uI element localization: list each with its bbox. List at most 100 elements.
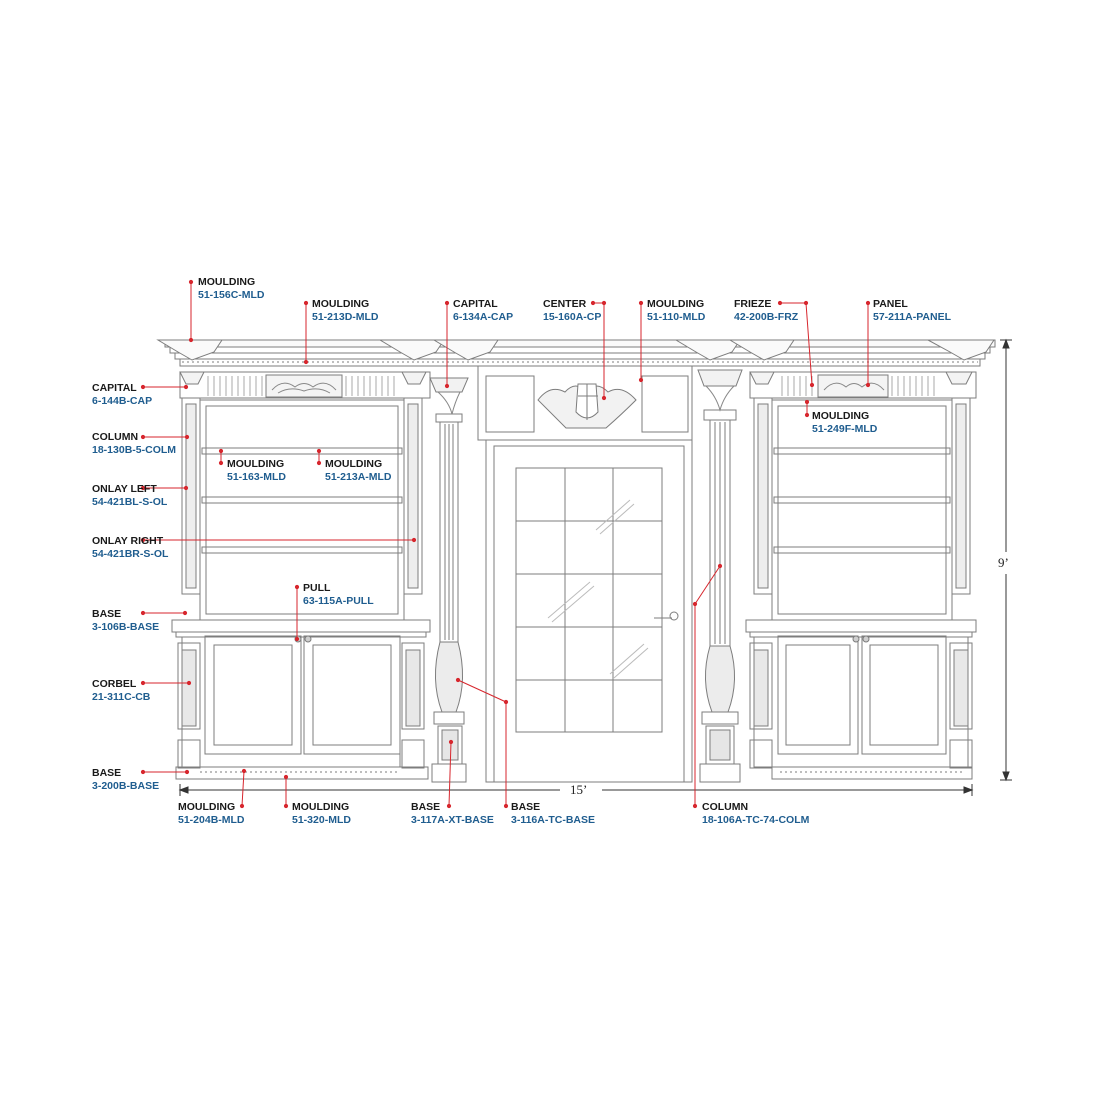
callout-moulding-right-opening: MOULDING 51-249F-MLD (812, 410, 877, 436)
leader-dot (184, 434, 190, 440)
callout-name: MOULDING (812, 410, 870, 422)
callout-capital-center: CAPITAL 6-134A-CAP (453, 298, 513, 324)
callout-code: 3-200B-BASE (92, 780, 160, 792)
leader-dot (140, 384, 146, 390)
callout-name: MOULDING (292, 801, 350, 813)
callout-code: 21-311C-CB (92, 691, 151, 703)
callout-center-crest: CENTER 15-160A-CP (543, 298, 601, 324)
callout-code: 3-116A-TC-BASE (511, 814, 596, 826)
leader-dot (601, 395, 607, 401)
leader-dot (444, 383, 450, 389)
leader-dot (188, 279, 194, 285)
callout-moulding-toe: MOULDING 51-320-MLD (292, 801, 351, 827)
leader-dot (183, 485, 189, 491)
callout-column-center: COLUMN 18-106A-TC-74-COLM (702, 801, 809, 827)
leader-dot (241, 768, 247, 774)
height-dimension-label: 9’ (998, 555, 1009, 570)
leader-dot (316, 448, 322, 454)
callout-code: 57-211A-PANEL (873, 311, 952, 323)
leader-dot (455, 677, 461, 683)
callout-moulding-shelf-edge: MOULDING 51-213A-MLD (325, 458, 392, 484)
leader-dot (803, 300, 809, 306)
left-center-column (429, 377, 469, 783)
leader-dot (283, 774, 289, 780)
leader-dot (601, 300, 607, 306)
callout-name: PANEL (873, 298, 908, 310)
left-bookcase (171, 371, 431, 780)
right-bookcase (745, 371, 977, 780)
callout-code: 51-163-MLD (227, 471, 286, 483)
callout-code: 3-106B-BASE (92, 621, 160, 633)
callout-name: ONLAY LEFT (92, 483, 157, 495)
callout-name: COLUMN (92, 431, 139, 443)
leader-dot (804, 412, 810, 418)
callout-name: BASE (92, 767, 122, 779)
callout-onlay-left: ONLAY LEFT 54-421BL-S-OL (92, 483, 167, 509)
leader-dot (638, 377, 644, 383)
center-door (485, 439, 693, 783)
callout-code: 54-421BR-S-OL (92, 548, 169, 560)
callout-name: FRIEZE (734, 298, 772, 310)
leader-dot (283, 803, 289, 809)
leader-dot (294, 584, 300, 590)
leader-line-21 (448, 741, 452, 807)
callout-moulding-crown: MOULDING 51-156C-MLD (198, 276, 265, 302)
callout-onlay-right: ONLAY RIGHT 54-421BR-S-OL (92, 535, 168, 561)
callout-name: CAPITAL (453, 298, 498, 310)
leader-dot (186, 680, 192, 686)
leader-dot (218, 448, 224, 454)
callout-name: BASE (411, 801, 441, 813)
leader-line-22 (457, 679, 507, 806)
leader-line-19 (241, 770, 245, 807)
leader-dot (218, 460, 224, 466)
leader-dot (316, 460, 322, 466)
callout-name: ONLAY RIGHT (92, 535, 164, 547)
leader-dot (590, 300, 596, 306)
callout-code: 63-115A-PULL (303, 595, 374, 607)
leader-dot (188, 337, 194, 343)
leader-dot (692, 803, 698, 809)
leader-dot (239, 803, 245, 809)
callout-moulding-plinth: MOULDING 51-204B-MLD (178, 801, 245, 827)
callout-code: 18-130B-5-COLM (92, 444, 177, 456)
callout-capital-side: CAPITAL 6-144B-CAP (92, 382, 152, 408)
callout-code: 6-134A-CAP (453, 311, 514, 323)
callout-base-column: BASE 3-116A-TC-BASE (511, 801, 595, 827)
callout-name: COLUMN (702, 801, 749, 813)
callout-name: BASE (511, 801, 541, 813)
leader-dot (865, 382, 871, 388)
callout-code: 42-200B-FRZ (734, 311, 799, 323)
callout-base-lower: BASE 3-200B-BASE (92, 767, 159, 793)
callout-name: MOULDING (198, 276, 256, 288)
callout-name: CAPITAL (92, 382, 137, 394)
callout-name: MOULDING (178, 801, 236, 813)
callout-moulding-arch: MOULDING 51-110-MLD (647, 298, 705, 324)
leader-dot (777, 300, 783, 306)
crown-moulding (164, 339, 996, 367)
callout-name: CENTER (543, 298, 587, 310)
callout-code: 51-110-MLD (647, 311, 706, 323)
callout-name: PULL (303, 582, 331, 594)
callout-code: 51-156C-MLD (198, 289, 265, 301)
callout-name: MOULDING (325, 458, 383, 470)
callout-name: CORBEL (92, 678, 137, 690)
leader-dot (294, 636, 300, 642)
leader-dot (503, 699, 509, 705)
right-center-column (697, 369, 743, 783)
callout-leaders (140, 279, 871, 809)
callout-code: 51-213D-MLD (312, 311, 379, 323)
callout-frieze: FRIEZE 42-200B-FRZ (734, 298, 798, 324)
leader-dot (182, 610, 188, 616)
leader-dot (140, 610, 146, 616)
leader-dot (446, 803, 452, 809)
callout-code: 51-249F-MLD (812, 423, 878, 435)
callout-code: 51-213A-MLD (325, 471, 392, 483)
leader-dot (140, 680, 146, 686)
callout-code: 51-320-MLD (292, 814, 351, 826)
leader-dot (183, 384, 189, 390)
leader-dot (140, 769, 146, 775)
leader-dot (303, 300, 309, 306)
callout-name: MOULDING (647, 298, 705, 310)
